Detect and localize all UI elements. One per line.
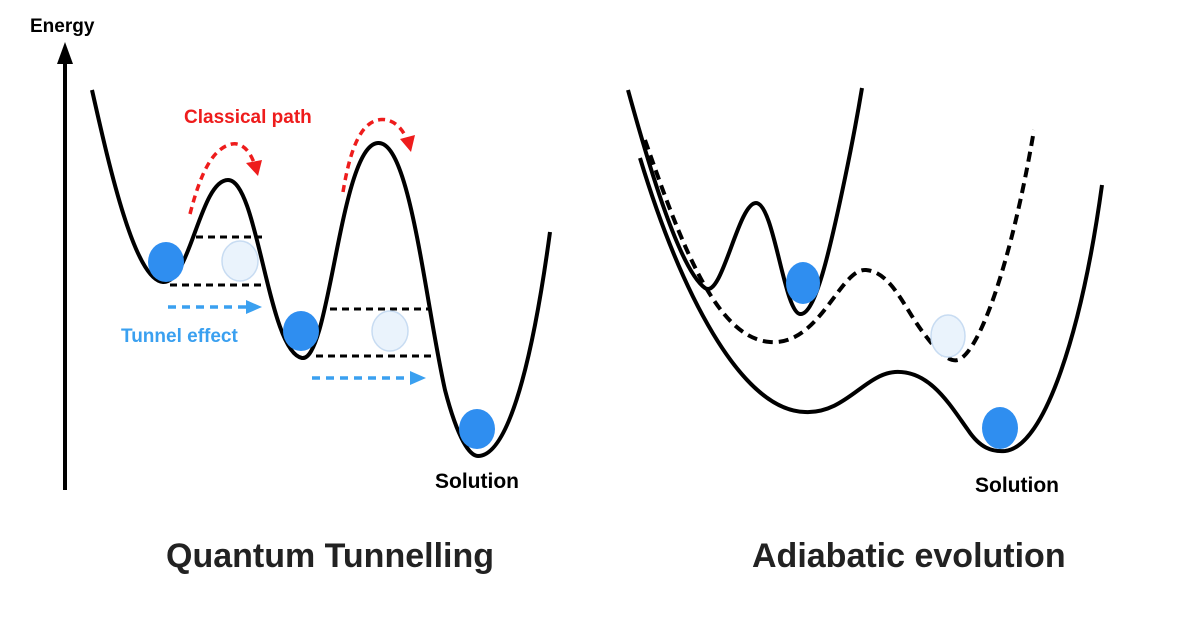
energy-axis-arrowhead	[57, 42, 73, 64]
right-ball-solution	[982, 407, 1018, 449]
right-final-potential-curve	[638, 157, 1104, 454]
left-ghost-ball-1	[221, 240, 259, 282]
left-solution-label: Solution	[435, 470, 519, 493]
left-ball-solution	[459, 409, 495, 449]
classical-path-arrow-2	[341, 117, 410, 193]
left-panel-title: Quantum Tunnelling	[166, 537, 494, 575]
right-intermediate-potential-curve	[643, 129, 1036, 363]
tunnel-effect-arrowhead-1	[246, 300, 262, 314]
tunnel-effect-label: Tunnel effect	[121, 326, 238, 347]
left-ball-well-1	[148, 242, 184, 282]
right-initial-potential-curve	[626, 87, 864, 316]
right-solution-label: Solution	[975, 474, 1059, 497]
classical-path-label: Classical path	[184, 107, 312, 128]
left-ball-well-2	[283, 311, 319, 351]
left-ghost-ball-2	[371, 310, 409, 352]
tunnel-effect-arrowhead-2	[410, 371, 426, 385]
classical-path-arrowhead-1	[246, 160, 262, 176]
right-ball-initial	[786, 262, 820, 304]
classical-path-arrowhead-2	[400, 135, 415, 152]
right-ghost-ball-intermediate	[930, 314, 966, 358]
energy-axis-label: Energy	[30, 16, 95, 37]
right-panel-title: Adiabatic evolution	[752, 537, 1066, 575]
classical-path-arrow-1	[188, 142, 257, 215]
